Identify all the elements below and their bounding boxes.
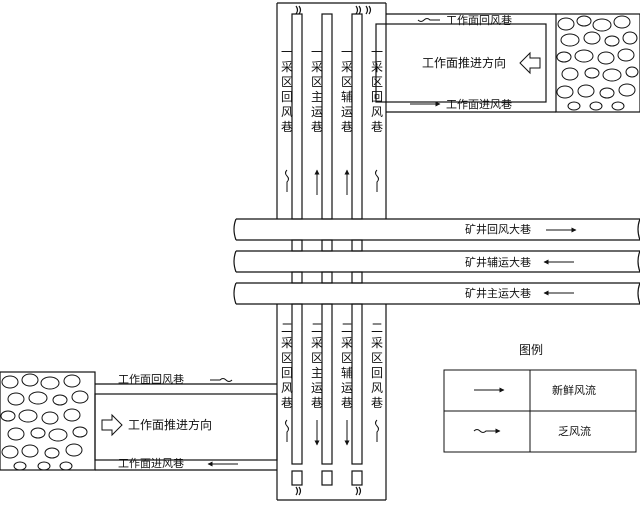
stale-air-arrow-icon — [375, 419, 379, 442]
upper-working-face — [375, 13, 640, 113]
legend-box — [443, 369, 637, 453]
hollow-arrow-icon — [519, 51, 541, 75]
lower-working-face — [0, 371, 278, 471]
rock-hatch-icon — [556, 15, 639, 111]
stale-air-arrow-icon — [285, 169, 289, 192]
lower-advance-direction-label: 工作面推进方向 — [128, 417, 212, 432]
main-roads — [233, 218, 640, 305]
stale-air-arrow-icon — [210, 378, 233, 382]
upper-panel-roadway-label: 一采区辅运巷 — [341, 45, 353, 134]
stale-air-arrow-icon — [417, 18, 440, 22]
lower-panel-roadway-label: 二采区回风巷 — [281, 321, 293, 410]
lower-panel-roadway-label: 二采区回风巷 — [371, 321, 383, 410]
rock-hatch-icon — [0, 373, 89, 471]
lower-panel-roadway-label: 二采区主运巷 — [311, 321, 323, 410]
upper-intake-road-label: 工作面进风巷 — [446, 98, 512, 111]
stale-air-arrow-icon — [285, 419, 289, 442]
lower-return-road-label: 工作面回风巷 — [118, 373, 184, 386]
upper-panel-roadway-label: 一采区回风巷 — [281, 45, 293, 134]
legend-fresh-air-label: 新鲜风流 — [552, 383, 596, 397]
main-haulage-road-label: 矿井主运大巷 — [465, 286, 531, 300]
roadway-airflow — [285, 169, 379, 446]
stale-air-arrow-icon — [375, 169, 379, 192]
legend-stale-air-icon — [473, 428, 501, 434]
upper-panel-roadway-label: 一采区回风巷 — [371, 45, 383, 134]
district-roadways — [276, 2, 387, 501]
hollow-arrow-icon — [101, 413, 123, 437]
main-return-road-label: 矿井回风大巷 — [465, 222, 531, 236]
legend-title: 图例 — [519, 343, 543, 357]
lower-panel-roadway-label: 二采区辅运巷 — [341, 321, 353, 410]
main-auxiliary-road-label: 矿井辅运大巷 — [465, 255, 531, 269]
vertical-roadway-labels: 一采区回风巷一采区主运巷一采区辅运巷一采区回风巷二采区回风巷二采区主运巷二采区辅… — [281, 45, 383, 410]
lower-intake-road-label: 工作面进风巷 — [118, 457, 184, 470]
upper-return-road-label: 工作面回风巷 — [446, 14, 512, 27]
legend-stale-air-label: 乏风流 — [558, 424, 591, 438]
upper-advance-direction-label: 工作面推进方向 — [422, 55, 506, 70]
upper-panel-roadway-label: 一采区主运巷 — [311, 45, 323, 134]
